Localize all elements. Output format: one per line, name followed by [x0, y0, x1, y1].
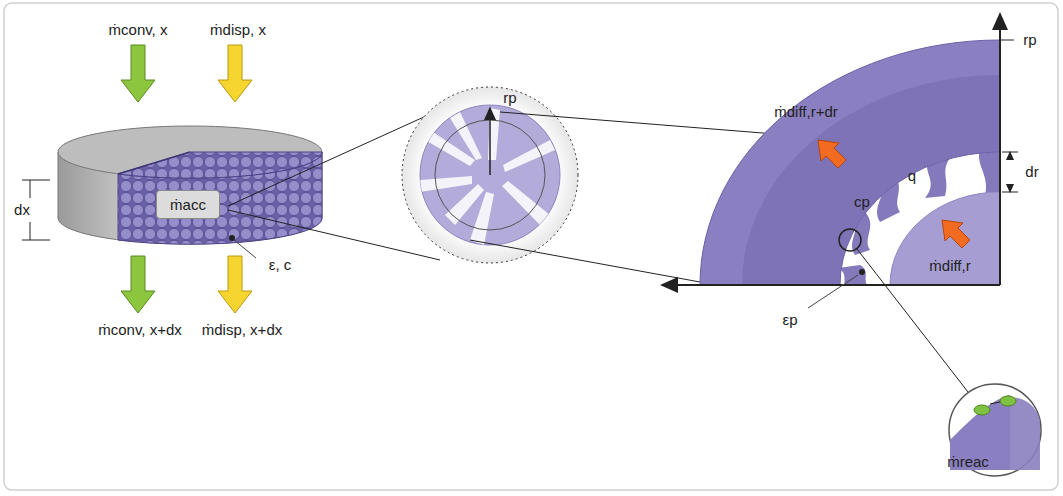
flux-label: ṁdiff,r	[929, 258, 970, 275]
variable-label: q	[908, 168, 916, 185]
flux-label: ṁconv, x	[109, 22, 168, 39]
dimension-label: dx	[14, 202, 30, 219]
porosity-label: ε, c	[269, 257, 292, 274]
accumulation-box: ṁacc	[156, 190, 220, 219]
flux-label: ṁconv, x+dx	[98, 322, 182, 339]
flux-label: ṁdisp, x+dx	[202, 322, 282, 339]
reaction-label: ṁreac	[947, 454, 989, 471]
radius-label: rp	[1023, 32, 1036, 49]
node-text: ṁacc	[170, 196, 206, 213]
radius-label: rp	[503, 90, 516, 107]
flux-label: ṁdiff,r+dr	[774, 104, 838, 121]
dimension-label: dr	[1025, 164, 1038, 181]
flux-label: ṁdisp, x	[210, 22, 266, 39]
variable-label: cp	[854, 194, 870, 211]
porosity-label: εp	[782, 312, 797, 329]
